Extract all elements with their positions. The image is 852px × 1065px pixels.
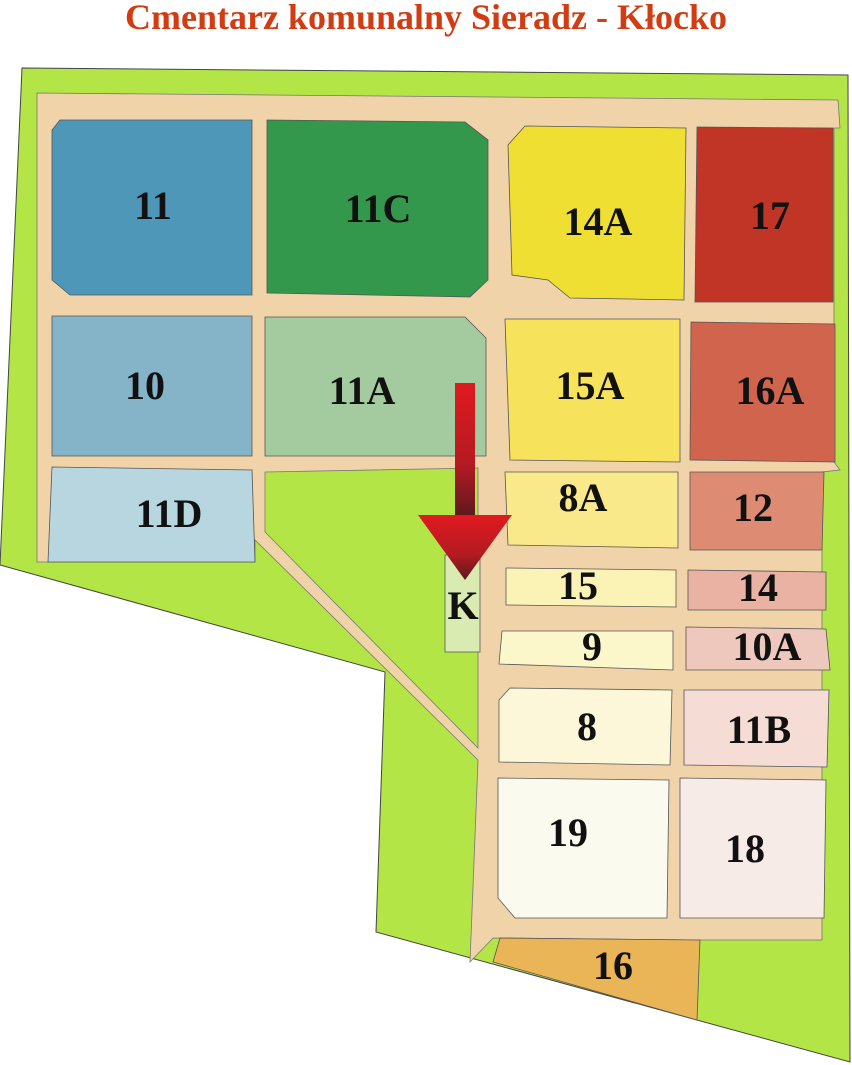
plot-label: K (447, 583, 478, 628)
plot-area[interactable] (51, 315, 253, 457)
plot-10a[interactable]: 10A (685, 624, 831, 671)
plot-area[interactable] (266, 119, 489, 298)
plot-16a[interactable]: 16A (689, 321, 836, 463)
plot-10[interactable]: 10 (51, 315, 253, 457)
plot-15a[interactable]: 15A (504, 318, 681, 463)
plot-area[interactable] (47, 466, 256, 563)
location-arrow-icon (418, 383, 512, 580)
plot-label: 14A (564, 199, 633, 244)
plot-area[interactable] (685, 626, 831, 671)
plot-area[interactable] (504, 318, 681, 463)
plot-label: 11C (345, 186, 412, 231)
plot-label: 11 (134, 183, 172, 228)
plot-label: 18 (725, 826, 765, 871)
plot-area[interactable] (694, 126, 834, 303)
plot-area[interactable] (492, 937, 701, 1021)
plot-label: 15 (558, 563, 598, 608)
plot-11d[interactable]: 11D (47, 466, 256, 563)
plot-area[interactable] (687, 569, 827, 611)
plot-8[interactable]: 8 (498, 687, 673, 766)
plot-area[interactable] (689, 321, 836, 463)
plot-18[interactable]: 18 (679, 777, 827, 919)
plot-area[interactable] (505, 567, 677, 608)
map-title: Cmentarz komunalny Sieradz - Kłocko (125, 0, 727, 37)
plot-12[interactable]: 12 (689, 471, 825, 551)
plot-19[interactable]: 19 (497, 777, 670, 919)
plot-16[interactable]: 16 (492, 937, 701, 1021)
plot-8a[interactable]: 8A (504, 471, 679, 549)
plot-label: 8 (577, 704, 597, 749)
plot-area[interactable] (51, 119, 253, 296)
plot-area[interactable] (689, 471, 825, 551)
plot-11b[interactable]: 11B (683, 689, 830, 768)
plot-area[interactable] (497, 777, 670, 919)
plot-14a[interactable]: 14A (507, 125, 687, 301)
plot-area[interactable] (507, 125, 687, 301)
plot-area[interactable] (264, 316, 487, 457)
plot-14[interactable]: 14 (687, 565, 827, 611)
plot-label: 11A (329, 368, 396, 413)
plot-k[interactable]: K (444, 554, 481, 653)
plot-area[interactable] (498, 630, 674, 671)
plot-label: 12 (733, 485, 773, 530)
plot-label: 17 (750, 193, 790, 238)
plot-label: 10A (733, 624, 802, 669)
plot-label: 19 (548, 810, 588, 855)
plot-label: 8A (559, 475, 608, 520)
plot-label: 10 (125, 363, 165, 408)
plot-area[interactable] (498, 687, 673, 766)
plot-17[interactable]: 17 (694, 126, 834, 303)
inner-green-area (264, 467, 479, 749)
plot-11c[interactable]: 11C (266, 119, 489, 298)
plot-15[interactable]: 15 (505, 563, 677, 608)
plot-11a[interactable]: 11A (264, 316, 487, 457)
plot-label: 11D (136, 491, 203, 536)
plot-label: 16 (593, 943, 633, 988)
plot-label: 9 (582, 624, 602, 669)
plot-area[interactable] (683, 689, 830, 768)
plot-label: 14 (738, 565, 778, 610)
plot-area[interactable] (679, 777, 827, 919)
plot-label: 11B (727, 707, 791, 752)
plot-11[interactable]: 11 (51, 119, 253, 296)
plot-9[interactable]: 9 (498, 624, 674, 671)
plot-label: 15A (556, 363, 625, 408)
plot-label: 16A (736, 368, 805, 413)
